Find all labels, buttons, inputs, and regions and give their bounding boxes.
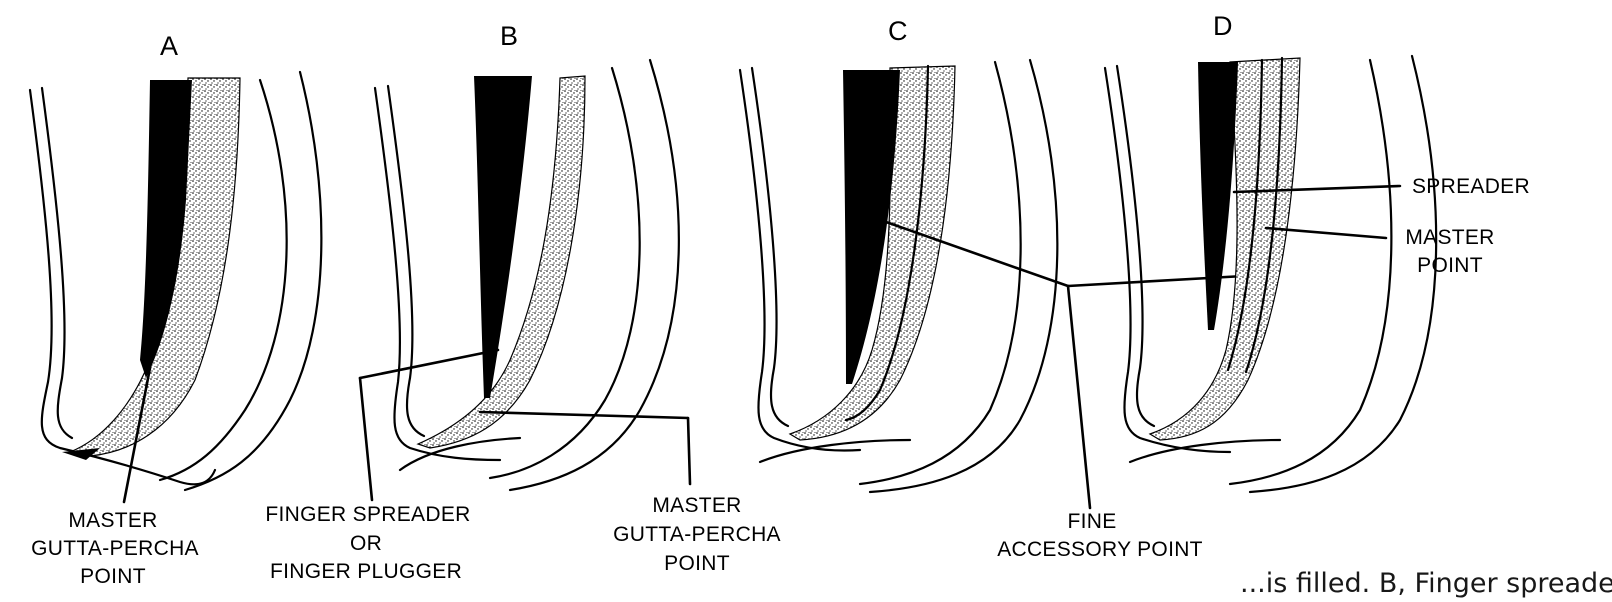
label-finger-spreader: FINGER SPREADER OR FINGER PLUGGER: [265, 503, 470, 583]
svg-text:ACCESSORY POINT: ACCESSORY POINT: [997, 538, 1203, 561]
label-spreader: SPREADER: [1412, 175, 1530, 198]
svg-text:FINGER PLUGGER: FINGER PLUGGER: [270, 560, 462, 583]
svg-text:OR: OR: [350, 532, 382, 555]
svg-text:POINT: POINT: [664, 552, 730, 575]
panel-d-letter: D: [1213, 11, 1233, 41]
panel-b-letter: B: [500, 21, 518, 51]
panel-b: B: [360, 21, 690, 500]
caption-fragment: ...is filled. B, Finger spreader or plug…: [1240, 568, 1612, 599]
svg-text:POINT: POINT: [80, 565, 146, 588]
svg-text:FINE: FINE: [1067, 510, 1116, 533]
svg-text:MASTER: MASTER: [68, 509, 157, 532]
svg-text:MASTER: MASTER: [1405, 226, 1494, 249]
panel-c-letter: C: [888, 16, 908, 46]
label-master-point: MASTER POINT: [1405, 226, 1494, 277]
panel-a: A: [30, 31, 321, 502]
svg-text:GUTTA-PERCHA: GUTTA-PERCHA: [613, 523, 781, 546]
svg-text:GUTTA-PERCHA: GUTTA-PERCHA: [31, 537, 199, 560]
label-master-gp-bc: MASTER GUTTA-PERCHA POINT: [613, 494, 781, 575]
svg-text:POINT: POINT: [1417, 254, 1483, 277]
svg-text:MASTER: MASTER: [652, 494, 741, 517]
label-fine-accessory: FINE ACCESSORY POINT: [997, 510, 1203, 561]
panel-a-letter: A: [160, 31, 178, 61]
panel-d: D: [1105, 11, 1436, 492]
svg-text:FINGER SPREADER: FINGER SPREADER: [265, 503, 470, 526]
label-a-master-gp: MASTER GUTTA-PERCHA POINT: [31, 509, 199, 588]
spreader-d: [1198, 62, 1238, 330]
